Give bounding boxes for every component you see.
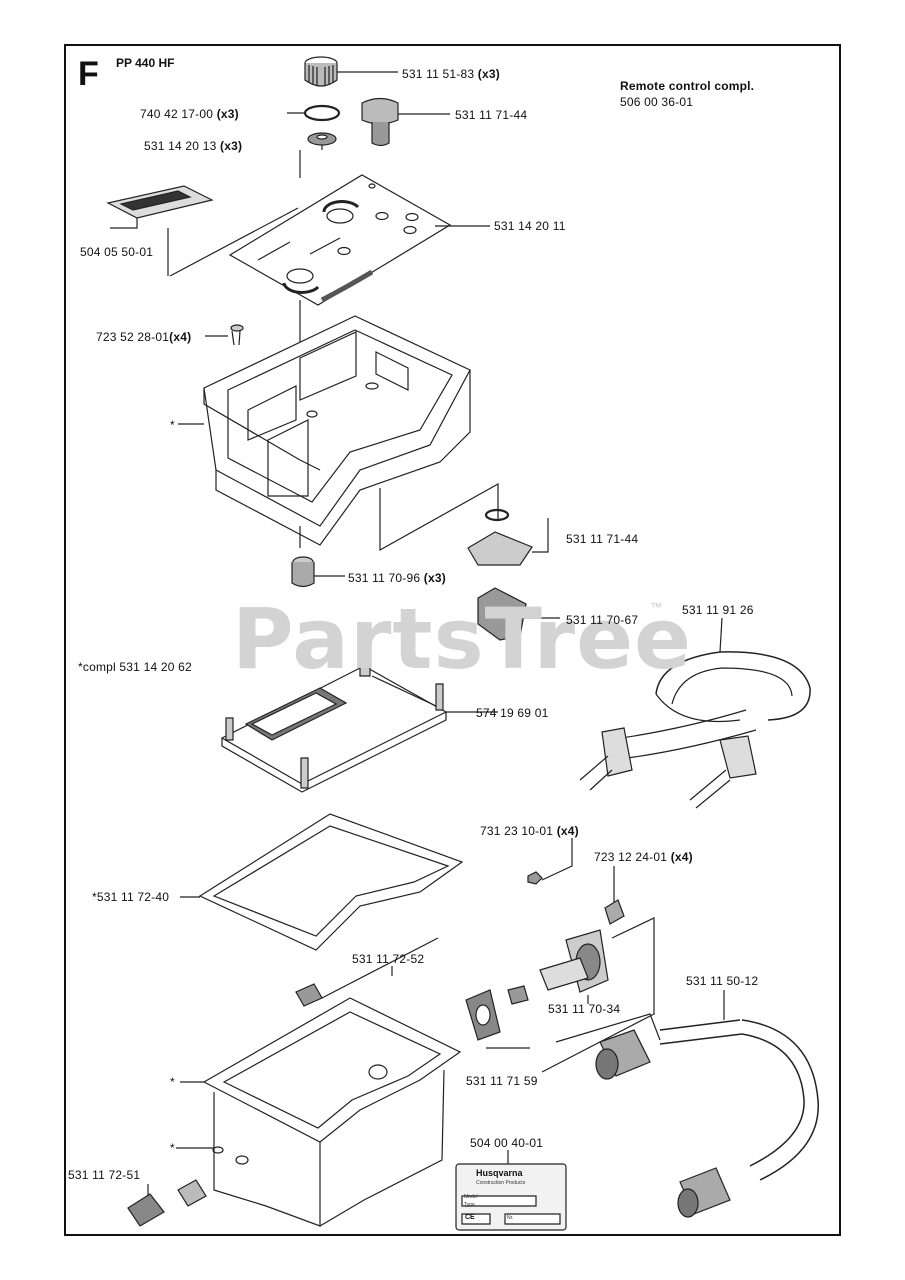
decal-part (108, 186, 212, 276)
part-label: 531 11 50-12 (686, 974, 759, 988)
plate-row-model: Model (464, 1194, 478, 1200)
part-label: 531 11 91 26 (682, 603, 754, 617)
asterisk-label: * (170, 1075, 175, 1089)
plate-serial: Nr. (507, 1215, 514, 1221)
part-label: 531 11 70-67 (566, 613, 639, 627)
terminal-part (296, 938, 438, 1006)
cable-part (556, 990, 818, 1217)
top-housing-part (178, 316, 498, 550)
part-label: 731 23 10-01 (x4) (480, 824, 579, 838)
part-label: 531 11 71 59 (466, 1074, 538, 1088)
remote-title: Remote control compl. (620, 79, 755, 93)
id-plate-part (456, 1150, 566, 1230)
faceplate-part (170, 150, 490, 478)
part-label: 531 11 72-51 (68, 1168, 141, 1182)
bottom-housing-part (176, 998, 460, 1226)
part-label: 531 11 70-96 (x3) (348, 571, 446, 585)
bracket-part (478, 588, 560, 640)
pcb-part (222, 646, 498, 792)
section-letter: F (78, 55, 99, 93)
plate-subtitle: Construction Products (476, 1180, 526, 1186)
small-hardware-part (528, 838, 624, 924)
plate-row-type: Type (464, 1202, 475, 1208)
spacer-part (292, 557, 345, 587)
part-label: 531 11 71-44 (455, 108, 528, 122)
part-label: 723 52 28-01(x4) (96, 330, 192, 344)
grommet-part (468, 510, 548, 565)
gasket-part (180, 814, 462, 950)
plate-ce: CE (465, 1214, 475, 1221)
plate-brand: Husqvarna (476, 1168, 523, 1178)
nut-part (308, 133, 336, 150)
part-label: *compl 531 14 20 62 (78, 660, 192, 674)
bottom-plug-part (128, 1180, 206, 1226)
part-label: 723 12 24-01 (x4) (594, 850, 693, 864)
model-title: PP 440 HF (116, 56, 175, 70)
knob-part (305, 57, 398, 86)
part-label: 531 14 20 11 (494, 219, 566, 233)
watermark-tm: ™ (650, 600, 662, 614)
part-label: 504 00 40-01 (470, 1136, 544, 1150)
part-label: 740 42 17-00 (x3) (140, 107, 239, 121)
strap-part (580, 618, 810, 808)
part-label: 504 05 50-01 (80, 245, 154, 259)
part-label: 531 11 71-44 (566, 532, 639, 546)
asterisk-label: * (170, 418, 175, 432)
part-label: 531 14 20 13 (x3) (144, 139, 243, 153)
asterisk-label: * (170, 1141, 175, 1155)
o-ring-part (287, 106, 339, 120)
plug-part (362, 99, 450, 146)
socket-part (466, 918, 654, 1072)
screw-part (205, 325, 243, 345)
watermark: PartsTree (232, 590, 693, 688)
part-label: 531 11 70-34 (548, 1002, 621, 1016)
part-label: *531 11 72-40 (92, 890, 170, 904)
diagram-frame (64, 44, 841, 1236)
remote-number: 506 00 36-01 (620, 95, 694, 109)
part-label: 531 11 72-52 (352, 952, 425, 966)
part-label: 574 19 69 01 (476, 706, 549, 720)
part-label: 531 11 51-83 (x3) (402, 67, 500, 81)
